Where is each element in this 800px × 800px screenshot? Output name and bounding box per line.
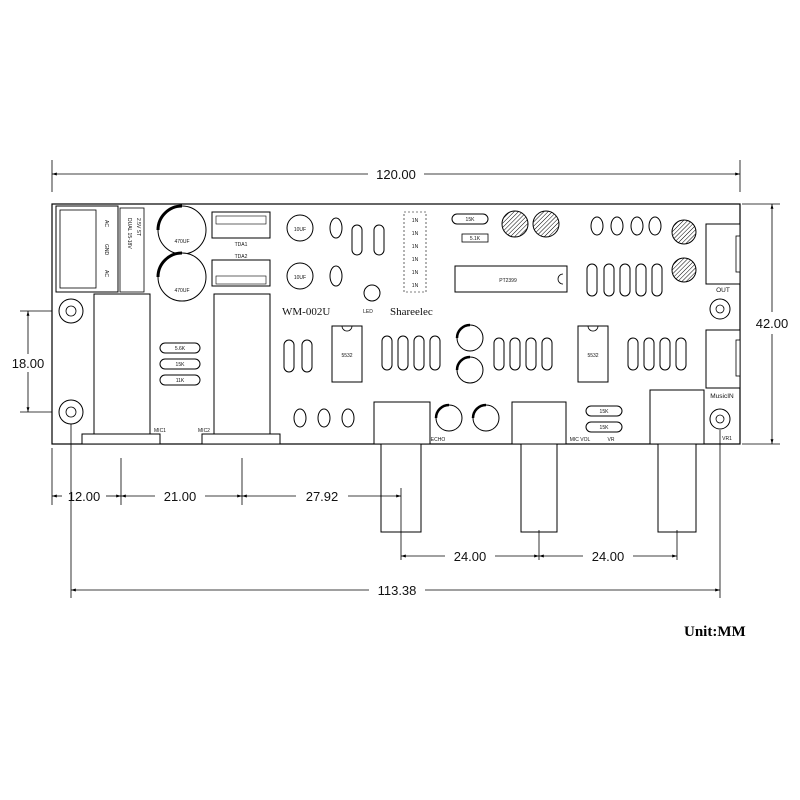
- resistor-set-right: 15K 15K VR: [585, 405, 623, 443]
- small-parts-bottom-left: [293, 408, 355, 428]
- dim-18: 18.00: [12, 356, 45, 371]
- svg-text:11K: 11K: [176, 378, 185, 384]
- resistors-top-ic: 15K 5.1K: [451, 213, 489, 243]
- svg-text:TDA2: TDA2: [235, 254, 248, 260]
- svg-text:5.6K: 5.6K: [175, 346, 186, 352]
- svg-text:15K: 15K: [600, 425, 610, 431]
- svg-text:1N: 1N: [412, 244, 419, 250]
- dimension-right-height: 42.00: [742, 203, 789, 445]
- dim-24-a: 24.00: [454, 549, 487, 564]
- svg-text:10UF: 10UF: [294, 275, 306, 281]
- svg-text:5.1K: 5.1K: [470, 236, 481, 242]
- svg-text:5532: 5532: [587, 353, 598, 359]
- svg-text:MIC2: MIC2: [198, 428, 210, 434]
- svg-text:PT2399: PT2399: [499, 278, 517, 284]
- led: LED: [363, 284, 381, 315]
- svg-text:AC: AC: [103, 220, 109, 227]
- ic-5532-right: 5532: [577, 325, 609, 383]
- dim-24-b: 24.00: [592, 549, 625, 564]
- svg-text:TDA1: TDA1: [235, 242, 248, 248]
- unit-label: Unit:MM: [684, 624, 746, 640]
- svg-text:470UF: 470UF: [174, 288, 189, 294]
- svg-text:5532: 5532: [341, 353, 352, 359]
- dimension-bottom-knobs: 12.00 21.00 27.92: [51, 448, 402, 560]
- resistors-mid: [381, 335, 441, 371]
- regulators: TDA1 TDA2: [211, 211, 271, 287]
- dim-27-92: 27.92: [306, 489, 339, 504]
- svg-text:OUT: OUT: [716, 287, 730, 294]
- svg-text:10UF: 10UF: [294, 227, 306, 233]
- brand-label: Shareelec: [390, 306, 433, 318]
- resistor-set-left: 5.6K 15K 11K: [159, 342, 201, 386]
- hatched-caps-top: [501, 210, 560, 238]
- svg-text:15K: 15K: [176, 362, 186, 368]
- dimension-bottom-pots: 24.00 24.00: [401, 530, 678, 564]
- large-capacitors: 470UF 470UF: [156, 204, 207, 302]
- dim-21: 21.00: [164, 489, 197, 504]
- svg-text:1N: 1N: [412, 231, 419, 237]
- resistors-top-right: [586, 216, 697, 297]
- svg-text:470UF: 470UF: [174, 239, 189, 245]
- dimension-hole-to-hole: 113.38: [70, 424, 721, 598]
- svg-text:15K: 15K: [600, 409, 610, 415]
- diode-column: 1N 1N 1N 1N 1N 1N: [403, 211, 427, 293]
- dim-120: 120.00: [376, 167, 416, 182]
- small-caps-top: 10UF 10UF: [286, 214, 343, 290]
- svg-text:15K: 15K: [466, 217, 476, 223]
- pot-mic-vol: MIC VOL: [511, 401, 591, 533]
- dim-12: 12.00: [68, 489, 101, 504]
- mic1-jack: MIC1: [81, 293, 166, 445]
- mounting-holes-left: [58, 298, 84, 425]
- svg-text:MusicIN: MusicIN: [710, 393, 734, 400]
- caps-middle: [455, 323, 484, 384]
- vr1-label: VR1: [722, 436, 732, 442]
- resistors-mid-right: [493, 337, 553, 371]
- caps-bottom-middle: [434, 403, 500, 432]
- dimension-top-width: 120.00: [51, 160, 741, 192]
- svg-text:DUAL 15-18V: DUAL 15-18V: [126, 218, 132, 249]
- svg-text:MIC VOL: MIC VOL: [570, 437, 591, 443]
- svg-text:1N: 1N: [412, 218, 419, 224]
- out-connector: OUT: [705, 223, 741, 294]
- svg-text:AC: AC: [103, 270, 109, 277]
- pot-vr1: [649, 389, 705, 533]
- svg-text:GND: GND: [103, 244, 109, 256]
- power-terminal: AC GND AC DUAL 15-18V 2.5V ST: [55, 205, 145, 293]
- resistors-right: [627, 337, 687, 371]
- dim-42: 42.00: [756, 316, 789, 331]
- svg-text:2.5V ST: 2.5V ST: [135, 218, 141, 236]
- svg-text:VR: VR: [608, 437, 615, 443]
- resistors-top-middle: [351, 224, 385, 256]
- svg-text:1N: 1N: [412, 270, 419, 276]
- music-in-connector: MusicIN: [705, 329, 741, 400]
- svg-text:1N: 1N: [412, 283, 419, 289]
- ic-5532-left: 5532: [331, 325, 363, 383]
- svg-text:1N: 1N: [412, 257, 419, 263]
- ic-pt2399: PT2399: [454, 265, 568, 293]
- svg-text:MIC1: MIC1: [154, 428, 166, 434]
- svg-text:ECHO: ECHO: [431, 437, 446, 443]
- svg-text:LED: LED: [363, 309, 373, 315]
- model-label: WM-002U: [282, 306, 330, 318]
- resistors-mid-left: [283, 339, 313, 373]
- mic2-jack: MIC2: [198, 293, 281, 445]
- dim-113-38: 113.38: [378, 583, 417, 598]
